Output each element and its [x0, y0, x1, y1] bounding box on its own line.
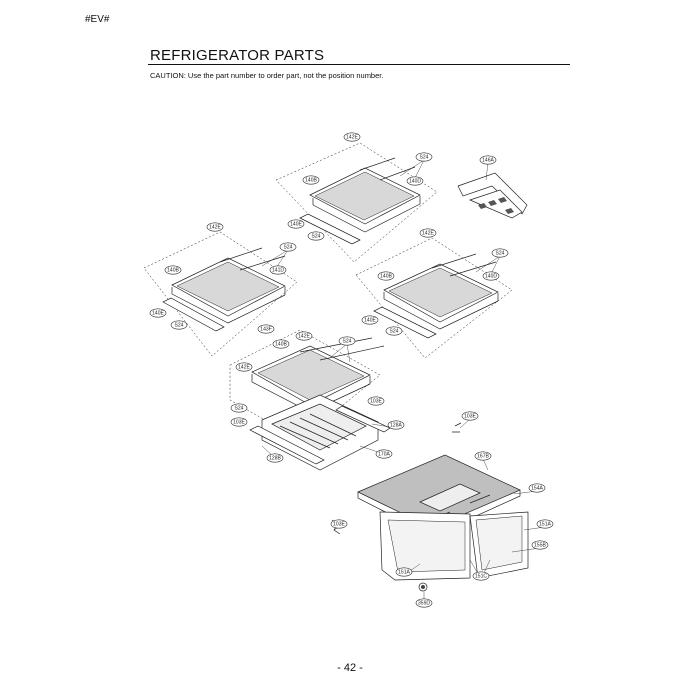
- callout-label: 143F: [260, 327, 271, 333]
- callout-label: 140B: [167, 268, 179, 274]
- callout-c9: S24: [279, 242, 297, 252]
- callout-c37: 151A: [395, 567, 413, 577]
- callout-c25: S24: [230, 403, 248, 413]
- callout-label: 140D: [485, 274, 497, 280]
- callout-c31: 128B: [266, 453, 284, 463]
- callout-c24: 142E: [235, 362, 253, 372]
- callout-c10: 140B: [164, 265, 182, 275]
- callout-label: 359D: [418, 601, 430, 607]
- callout-c38: 151C: [472, 571, 490, 581]
- callout-label: 146A: [482, 158, 494, 164]
- callout-label: 151A: [398, 570, 410, 576]
- callout-c6: S24: [307, 231, 325, 241]
- callout-c16: 140D: [482, 271, 500, 281]
- callout-label: 151A: [539, 522, 551, 528]
- callout-c26: 103E: [230, 417, 248, 427]
- shelf-crisper-assembly: [229, 329, 462, 471]
- callout-c21: 142E: [295, 331, 313, 341]
- callout-c11: 141D: [269, 265, 287, 275]
- page-title: REFRIGERATOR PARTS: [150, 47, 325, 64]
- callout-c30: 170A: [375, 449, 393, 459]
- callout-c13: S24: [170, 320, 188, 330]
- callout-label: 128B: [269, 456, 281, 462]
- callout-label: S24: [343, 339, 352, 345]
- callout-label: 151C: [475, 574, 487, 580]
- callout-label: 142E: [238, 365, 250, 371]
- callout-c22: 140B: [272, 339, 290, 349]
- callout-layer: 142E S24 140B 140D 140E S24 146A 142E S24 140B 141…: [149, 132, 554, 608]
- callout-c29: 103E: [461, 411, 479, 421]
- callout-c35: 103E: [330, 519, 348, 529]
- callout-label: 140E: [364, 318, 376, 324]
- callout-c34: 151A: [536, 519, 554, 529]
- document-code: #EV#: [85, 14, 110, 25]
- callout-c36: 155B: [531, 540, 549, 550]
- callout-c39: 359D: [415, 598, 433, 608]
- callout-label: S24: [312, 234, 321, 240]
- callout-label: 140B: [305, 178, 317, 184]
- callout-label: 142E: [298, 334, 310, 340]
- callout-label: 170A: [378, 452, 390, 458]
- callout-c1: 142E: [343, 132, 361, 142]
- callout-label: 103E: [464, 414, 476, 420]
- shelf-assembly-top: [275, 142, 438, 263]
- callout-label: 154A: [531, 486, 543, 492]
- callout-c14: 142E: [419, 228, 437, 238]
- callout-label: 140B: [380, 274, 392, 280]
- page-number: - 42 -: [337, 662, 363, 674]
- callout-c4: 140D: [406, 176, 424, 186]
- callout-label: 103E: [233, 420, 245, 426]
- callout-c28: 128A: [387, 420, 405, 430]
- callout-label: 140B: [275, 342, 287, 348]
- callout-label: 141D: [272, 268, 284, 274]
- bracket-part: [457, 172, 528, 219]
- shelf-assembly-right: [355, 237, 513, 359]
- callout-c8: 142E: [206, 222, 224, 232]
- callout-label: 142E: [422, 231, 434, 237]
- callout-label: 128A: [390, 423, 402, 429]
- callout-label: S24: [496, 251, 505, 257]
- caution-note: CAUTION: Use the part number to order pa…: [150, 71, 384, 80]
- callout-c20: 143F: [257, 324, 275, 334]
- callout-c5: 140E: [287, 219, 305, 229]
- callout-label: S24: [420, 155, 429, 161]
- callout-c2: S24: [415, 152, 433, 162]
- callout-label: S24: [390, 329, 399, 335]
- callout-c32: 167B: [474, 451, 492, 461]
- shelf-assembly-left: [143, 231, 298, 357]
- title-rule: [148, 64, 570, 65]
- lower-drawer-assembly: [331, 454, 529, 592]
- callout-c15: S24: [491, 248, 509, 258]
- callout-label: 140E: [152, 311, 164, 317]
- callout-label: 103E: [370, 399, 382, 405]
- callout-label: S24: [284, 245, 293, 251]
- callout-label: 103E: [333, 522, 345, 528]
- callout-c23: S24: [338, 336, 356, 346]
- callout-c33: 154A: [528, 483, 546, 493]
- callout-c7: 146A: [479, 155, 497, 165]
- callout-c27: 103E: [367, 396, 385, 406]
- callout-c12: 140E: [149, 308, 167, 318]
- callout-label: S24: [235, 406, 244, 412]
- callout-label: 142E: [346, 135, 358, 141]
- callout-label: 142E: [209, 225, 221, 231]
- callout-label: 140E: [290, 222, 302, 228]
- callout-c3: 140B: [302, 175, 320, 185]
- callout-label: 167B: [477, 454, 489, 460]
- callout-label: 140D: [409, 179, 421, 185]
- callout-label: S24: [175, 323, 184, 329]
- callout-c17: 140B: [377, 271, 395, 281]
- callout-c18: 140E: [361, 315, 379, 325]
- callout-c19: S24: [385, 326, 403, 336]
- callout-label: 155B: [534, 543, 546, 549]
